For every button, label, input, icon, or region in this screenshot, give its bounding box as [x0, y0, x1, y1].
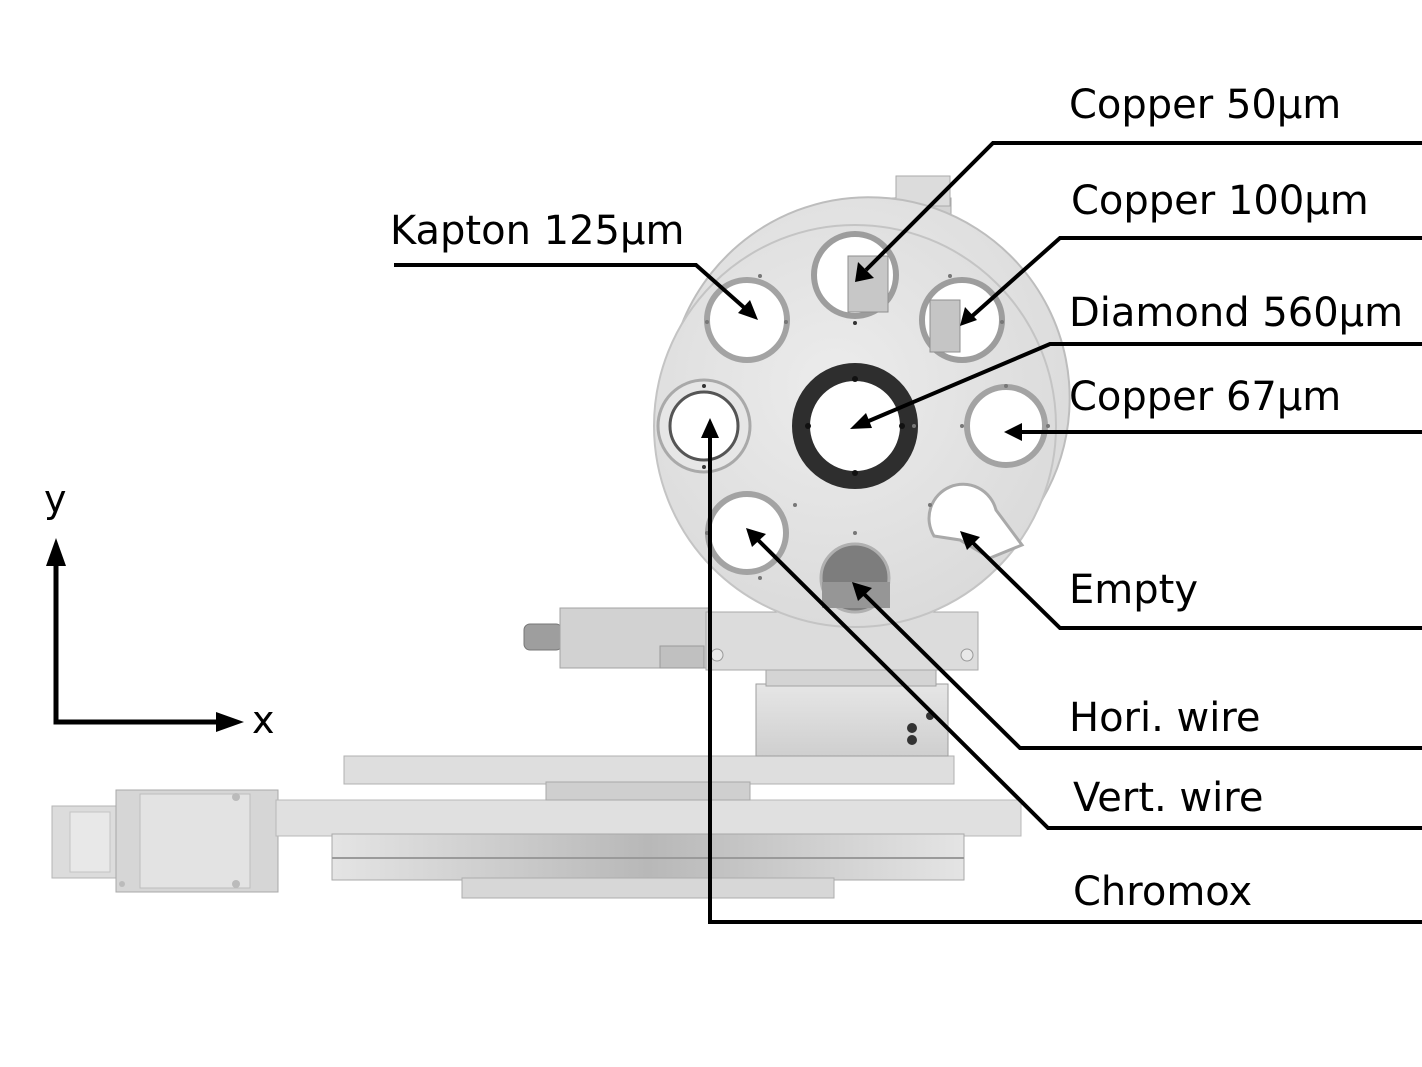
arrowhead-copper-67-icon [1004, 423, 1022, 441]
label-empty: Empty [1069, 567, 1198, 613]
material-labels: Copper 50µm Copper 100µm Kapton 125µm Di… [390, 82, 1403, 915]
vertical-stage-block [755, 661, 949, 757]
slot-copper-50 [811, 231, 899, 325]
leader-vert-wire [754, 536, 1422, 830]
label-vert-wire: Vert. wire [1073, 775, 1263, 821]
slot-chromox [656, 378, 752, 474]
axis-arrowheads [46, 538, 244, 732]
slot-vert-wire [705, 491, 789, 575]
label-hori-wire: Hori. wire [1069, 695, 1261, 741]
x-arrowhead-icon [216, 712, 244, 732]
arrowhead-hori-wire-icon [852, 582, 872, 601]
slot-copper-67 [964, 384, 1048, 468]
slot-kapton-125 [704, 277, 790, 363]
bottom-linear-stage [51, 789, 1022, 899]
leader-arrowheads [701, 262, 1022, 601]
label-copper-50: Copper 50µm [1069, 82, 1341, 128]
y-axis-label: y [44, 477, 67, 521]
label-copper-67: Copper 67µm [1069, 374, 1341, 420]
leader-chromox [708, 432, 1422, 924]
label-chromox: Chromox [1073, 869, 1252, 915]
x-axis-label: x [252, 698, 275, 742]
arrowhead-copper-50-icon [855, 262, 874, 282]
coordinate-axes [53, 558, 226, 725]
slot-hori-wire [819, 542, 891, 614]
label-copper-100: Copper 100µm [1071, 178, 1369, 224]
leader-lines [394, 141, 1422, 924]
target-wheel [653, 196, 1071, 628]
arrowhead-chromox-icon [701, 418, 719, 438]
mechanical-assembly [51, 175, 1071, 899]
label-diamond-560: Diamond 560µm [1069, 290, 1403, 336]
arrowhead-vert-wire-icon [746, 528, 766, 547]
label-kapton-125: Kapton 125µm [390, 208, 684, 254]
middle-plate [343, 755, 955, 801]
leader-hori-wire [860, 590, 1422, 750]
arrowhead-kapton-125-icon [738, 300, 758, 320]
y-arrowhead-icon [46, 538, 66, 566]
leader-diamond-560 [863, 342, 1422, 425]
leader-kapton-125 [394, 263, 750, 313]
arrowhead-copper-100-icon [960, 307, 977, 326]
leader-copper-100 [968, 236, 1422, 320]
arrowhead-empty-icon [960, 531, 980, 550]
arrowhead-diamond-560-icon [850, 413, 872, 429]
leader-copper-50 [864, 141, 1422, 272]
leader-empty [968, 538, 1422, 630]
